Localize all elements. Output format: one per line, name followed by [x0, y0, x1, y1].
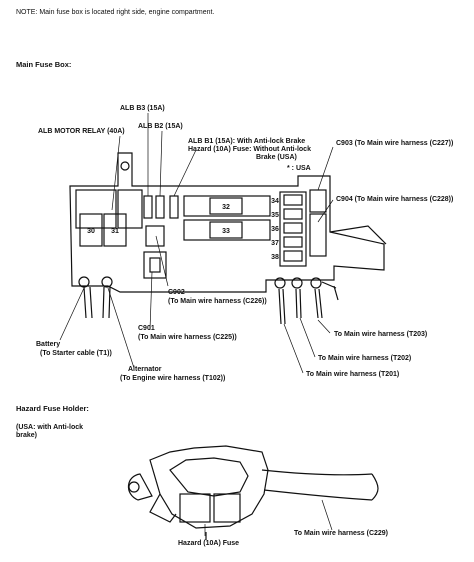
label-c901-desc: (To Main wire harness (C225)) — [138, 334, 237, 341]
label-alb-motor-relay: ALB MOTOR RELAY (40A) — [38, 128, 125, 135]
connector-c902 — [145, 225, 165, 247]
label-battery: Battery — [36, 341, 61, 348]
label-t203: To Main wire harness (T203) — [334, 331, 428, 338]
connector-c901 — [143, 251, 167, 279]
fuse-36-label: 36 — [271, 226, 279, 233]
fuse-slot-b2 — [155, 195, 165, 219]
label-alb-b1-line2: Hazard (10A) Fuse: Without Anti-lock — [188, 146, 311, 153]
fuse-32 — [209, 197, 243, 215]
label-c229: To Main wire harness (C229) — [294, 530, 389, 537]
label-alternator: Alternator — [128, 366, 162, 373]
relay-30 — [79, 213, 103, 247]
fuse-37-label: 37 — [271, 240, 279, 247]
label-usa-abs: (USA: with Anti-lock — [16, 424, 84, 431]
hazard-holder-cable — [261, 469, 373, 501]
fuse-box-bracket-right — [329, 225, 387, 245]
fuse-slot-b3 — [143, 195, 153, 219]
label-alb-b3: ALB B3 (15A) — [120, 105, 165, 112]
label-c904: C904 (To Main wire harness (C228)) — [336, 196, 454, 203]
label-c901-code: C901 — [138, 325, 155, 332]
relay-31 — [103, 213, 127, 247]
fuse-38-label: 38 — [271, 254, 279, 261]
fuse-31-label: 31 — [111, 228, 119, 235]
fuse-33-label: 33 — [222, 228, 230, 235]
fuse-34-label: 34 — [271, 198, 279, 205]
fuse-32-label: 32 — [222, 204, 230, 211]
label-alternator-desc: (To Engine wire harness (T102)) — [120, 375, 226, 382]
fuse-38 — [283, 250, 303, 262]
hazard-holder-title: Hazard Fuse Holder: — [16, 404, 89, 413]
label-t201: To Main wire harness (T201) — [306, 371, 400, 378]
label-usa-mark: * : USA — [287, 165, 311, 172]
fuse-35 — [283, 208, 303, 220]
label-alb-b1-line3: Brake (USA) — [256, 154, 297, 161]
label-c902-code: C902 — [168, 289, 185, 296]
label-hazard-fuse: Hazard (10A) Fuse — [178, 540, 240, 547]
fuse-37 — [283, 236, 303, 248]
note-text: NOTE: Main fuse box is located right sid… — [16, 9, 215, 16]
fuse-34 — [283, 194, 303, 206]
main-fuse-box-title: Main Fuse Box: — [16, 60, 72, 69]
label-c903: C903 (To Main wire harness (C227)) — [336, 140, 454, 147]
fuse-box-outline — [69, 152, 385, 293]
fuse-33 — [209, 221, 243, 239]
label-battery-desc: (To Starter cable (T1)) — [40, 350, 112, 357]
label-c902-desc: (To Main wire harness (C226)) — [168, 298, 267, 305]
fuse-slot-b1 — [169, 195, 179, 219]
label-usa-abs-cont: brake) — [16, 432, 38, 439]
connector-c903 — [309, 189, 327, 213]
fuse-36 — [283, 222, 303, 234]
connector-c904 — [309, 213, 327, 257]
fuse-35-label: 35 — [271, 212, 279, 219]
hazard-holder-body — [149, 445, 269, 529]
label-t202: To Main wire harness (T202) — [318, 355, 412, 362]
fuse-30-label: 30 — [87, 228, 95, 235]
label-alb-b1-line1: ALB B1 (15A): With Anti-lock Brake — [188, 138, 306, 145]
label-alb-b2: ALB B2 (15A) — [138, 123, 183, 130]
